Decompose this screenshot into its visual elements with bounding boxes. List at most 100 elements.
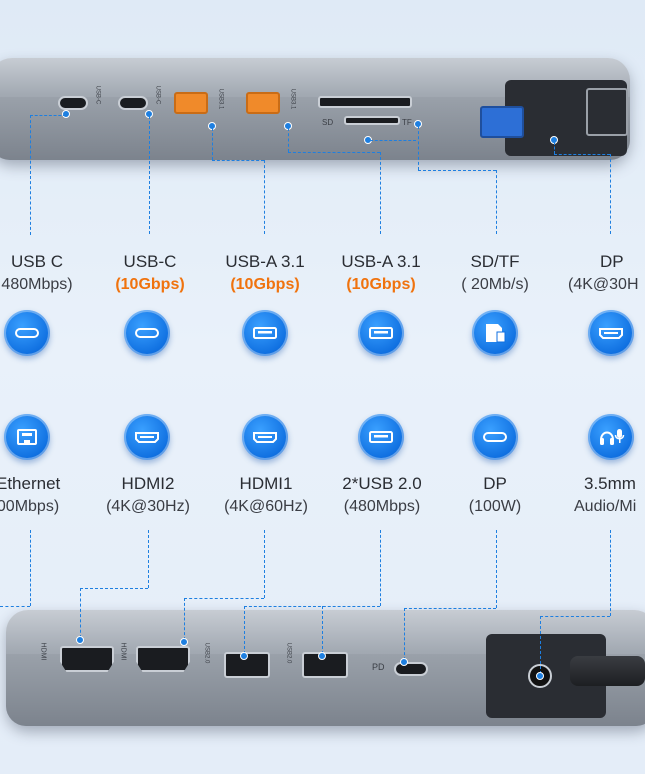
top-port-label-6: DP (4K@30H <box>562 252 645 294</box>
bottom-hub: HDMI HDMI USB2.0 USB2.0 PD <box>6 610 645 726</box>
connector-v-dp-b <box>610 154 611 234</box>
top-port-spec-4: (10Gbps) <box>346 276 416 293</box>
bottom-port-name-3: HDMI1 <box>239 474 293 493</box>
connector-dot-usb2-1 <box>240 652 248 660</box>
connector-v-usb2-a <box>380 530 381 606</box>
usb-c-icon <box>124 310 170 356</box>
connector-v-sd-b <box>496 170 497 234</box>
bottom-port-spec-2: (4K@30Hz) <box>106 498 190 515</box>
connector-v-hdmi1-b <box>184 598 185 640</box>
top-port-label-3: USB-A 3.1 (10Gbps) <box>210 252 320 294</box>
connector-v-dp <box>554 142 555 154</box>
connector-v-usbc-1 <box>30 115 31 235</box>
bottom-port-name-1: Ethernet <box>0 474 61 493</box>
connector-h-hdmi2 <box>80 588 148 589</box>
bottom-port-label-1: Ethernet 000Mbps) <box>0 474 88 516</box>
ethernet-icon <box>4 414 50 460</box>
connector-dot-dp-bottom <box>400 658 408 666</box>
top-port-name-2: USB-C <box>123 252 177 271</box>
usb-c-icon <box>472 414 518 460</box>
connector-v-hdmi2-b <box>80 588 81 638</box>
connector-v-hdmi1-a <box>264 530 265 598</box>
bottom-port-name-4: 2*USB 2.0 <box>342 474 422 493</box>
sd-label: SD <box>322 118 334 127</box>
bottom-port-spec-6: Audio/Mi <box>574 498 637 515</box>
usb-a-icon <box>358 310 404 356</box>
top-port-name-6: DP <box>600 252 624 271</box>
top-usba-label-2: USB3.1 <box>289 88 296 110</box>
hdmi-icon <box>588 310 634 356</box>
hdmi2-port <box>60 646 114 672</box>
connector-dot-hdmi2 <box>76 636 84 644</box>
top-port-label-4: USB-A 3.1 (10Gbps) <box>326 252 436 294</box>
bottom-port-label-6: 3.5mm Audio/Mi <box>570 474 645 516</box>
bottom-port-name-6: 3.5mm <box>584 474 636 493</box>
connector-h-sd-b <box>418 170 496 171</box>
bottom-hdmi2-label: HDMI <box>39 642 47 661</box>
connector-dot-hdmi1 <box>180 638 188 646</box>
usb-a-icon <box>242 310 288 356</box>
bottom-hdmi1-label: HDMI <box>119 642 127 661</box>
top-usba-port-1 <box>174 92 208 114</box>
connector-h-usbc-1 <box>30 115 66 116</box>
connector-dot-usb2-2 <box>318 652 326 660</box>
top-hub: USB-C USB-C USB3.1 USB3.1 SD TF <box>0 58 630 160</box>
tf-slot <box>344 116 400 125</box>
top-port-spec-3: (10Gbps) <box>230 276 300 293</box>
connector-v-usb2-b2 <box>322 606 323 654</box>
connector-dot-usbc-1 <box>62 110 70 118</box>
top-usbc-port-2 <box>118 96 148 110</box>
top-port-name-5: SD/TF <box>470 252 520 271</box>
top-port-name-3: USB-A 3.1 <box>225 252 305 271</box>
connector-v-usbc-2 <box>149 116 150 234</box>
hdmi-icon <box>242 414 288 460</box>
connector-h-usba-1 <box>212 160 264 161</box>
connector-h-sd <box>370 140 416 141</box>
connector-h-hdmi1 <box>184 598 264 599</box>
connector-v-audio-a <box>610 530 611 616</box>
bottom-port-spec-5: (100W) <box>468 498 522 515</box>
connector-v-audio-b <box>540 616 541 674</box>
connector-h-usb2 <box>244 606 380 607</box>
connector-h-audio <box>540 616 610 617</box>
connector-h-usba-2 <box>288 152 380 153</box>
connector-v-dp-bottom-a <box>496 530 497 608</box>
connector-v-usba-1b <box>264 160 265 234</box>
pd-usbc-port <box>394 662 428 676</box>
connector-h-dp-bottom <box>404 608 496 609</box>
bottom-port-label-4: 2*USB 2.0 (480Mbps) <box>326 474 438 516</box>
top-port-spec-1: 480Mbps) <box>1 276 73 293</box>
headset-mic-icon <box>588 414 634 460</box>
top-usba-port-2 <box>246 92 280 114</box>
bottom-port-label-5: DP (100W) <box>450 474 540 516</box>
top-port-name-4: USB-A 3.1 <box>341 252 421 271</box>
sd-slot <box>318 96 412 108</box>
top-port-name-1: USB C <box>11 252 63 271</box>
connector-v-usba-2b <box>380 152 381 234</box>
bottom-port-name-5: DP <box>483 474 507 493</box>
bottom-port-name-2: HDMI2 <box>121 474 175 493</box>
connector-v-usb2-b1 <box>244 606 245 654</box>
bottom-usb2-label-2: USB2.0 <box>285 642 292 664</box>
top-port-spec-6: (4K@30H <box>568 276 639 293</box>
bottom-port-spec-3: (4K@60Hz) <box>224 498 308 515</box>
top-usbc-port-1 <box>58 96 88 110</box>
connector-h-dp <box>554 154 610 155</box>
bottom-port-label-3: HDMI1 (4K@60Hz) <box>210 474 322 516</box>
hdmi-icon <box>124 414 170 460</box>
bottom-pd-label: PD <box>372 662 385 672</box>
rj45-port <box>586 88 628 136</box>
connector-v-ethernet <box>30 530 31 606</box>
hdmi1-port <box>136 646 190 672</box>
top-usbc-label-2: USB-C <box>154 85 161 105</box>
top-port-label-1: USB C 480Mbps) <box>0 252 82 294</box>
connector-v-usba-2a <box>288 128 289 152</box>
tf-label: TF <box>402 118 412 127</box>
connector-dot-audio <box>536 672 544 680</box>
dp-port <box>480 106 524 138</box>
top-usbc-label-1: USB-C <box>94 85 101 105</box>
top-port-label-2: USB-C (10Gbps) <box>100 252 200 294</box>
sd-card-icon <box>472 310 518 356</box>
usb-a-icon <box>358 414 404 460</box>
bottom-cable <box>570 656 645 686</box>
